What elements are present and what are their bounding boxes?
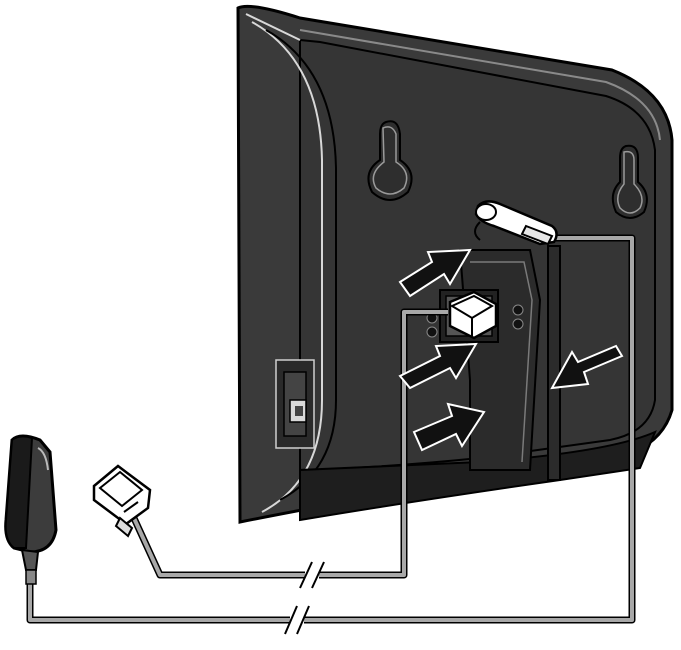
power-adapter [4, 434, 58, 585]
phone-plug [92, 464, 152, 538]
insert-arrows [398, 248, 624, 452]
base-station-rim [251, 21, 323, 513]
keyhole-mount-icon [611, 144, 648, 219]
cable-break-icon [284, 605, 310, 635]
power-plug-connector [474, 200, 558, 246]
inserted-phone-plug [448, 290, 498, 340]
phone-cable [124, 308, 448, 589]
keyhole-mount-icon [367, 120, 413, 201]
cable-break-icon [299, 561, 325, 589]
insert-arrow-icon [550, 344, 624, 390]
insert-arrow-icon [412, 402, 486, 452]
keyhole-mount-right [611, 144, 648, 219]
power-cable [26, 234, 636, 635]
insert-arrow-icon [398, 342, 478, 390]
keyhole-mount-left [367, 120, 413, 201]
side-port [275, 359, 315, 449]
cable-channel-right [547, 245, 561, 481]
insert-arrow-icon [398, 248, 472, 298]
